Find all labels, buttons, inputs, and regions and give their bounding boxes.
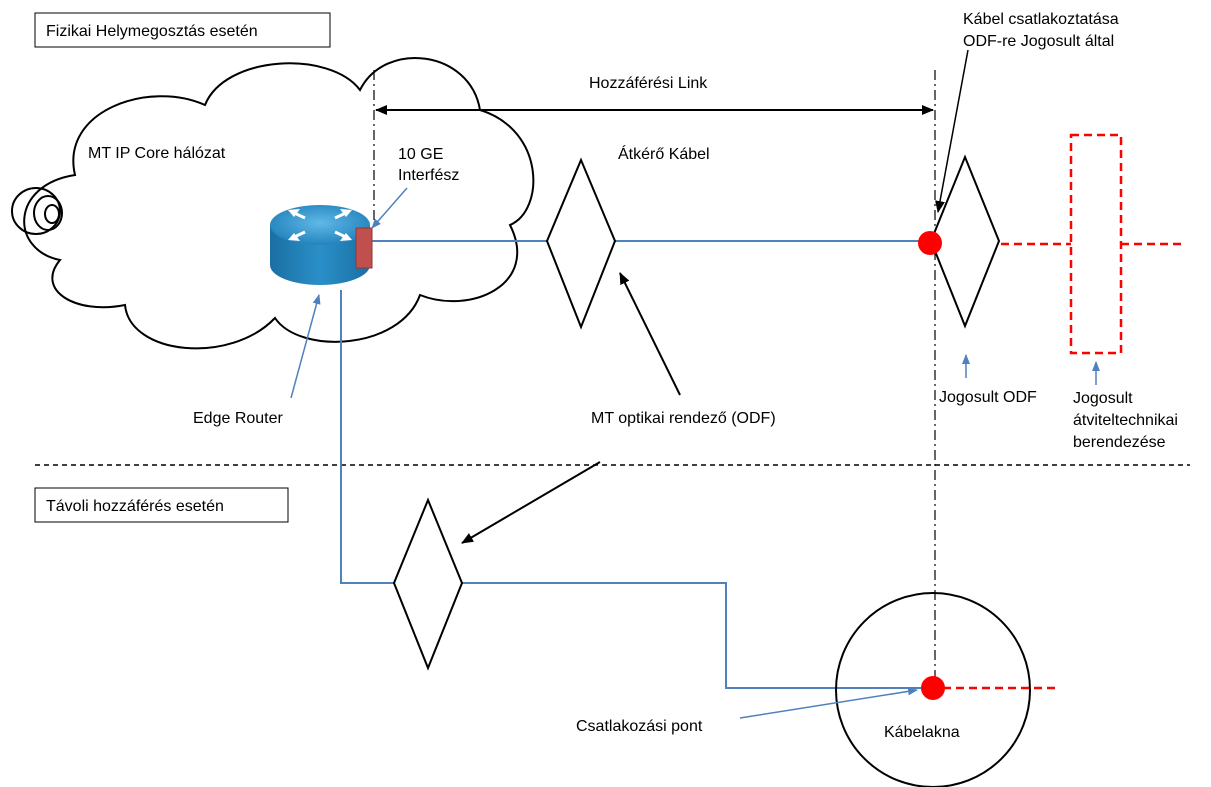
mt-odf-label: MT optikai rendező (ODF) [591, 410, 776, 427]
connection-point-label: Csatlakozási pont [576, 718, 703, 735]
patch-cable-label: Átkérő Kábel [618, 144, 710, 163]
cable-connection-label-1: Kábel csatlakoztatása [963, 11, 1119, 28]
licensee-odf-diamond [929, 154, 1001, 329]
licensee-equipment [1001, 133, 1185, 355]
connection-point-top [918, 231, 942, 255]
router-icon [270, 205, 370, 285]
physical-section-box: Fizikai Helymegosztás esetén [34, 12, 331, 48]
access-link-label: Hozzáférési Link [589, 75, 708, 92]
manhole-circle [835, 592, 1031, 787]
connection-point-bottom [921, 676, 945, 700]
interface-label-2: Interfész [398, 167, 459, 184]
licensee-equipment-label-2: átviteltechnikai [1073, 412, 1178, 429]
interface-arrow [371, 187, 408, 229]
physical-section-title: Fizikai Helymegosztás esetén [46, 23, 258, 40]
connection-point-arrow [739, 687, 918, 719]
mt-odf-diamond-top [545, 157, 617, 330]
licensee-equipment-label-1: Jogosult [1073, 390, 1133, 407]
cable-connection-arrow [935, 49, 969, 213]
edge-router-label: Edge Router [193, 410, 284, 427]
interface-label-1: 10 GE [398, 146, 443, 163]
cable-connection-label-2: ODF-re Jogosult által [963, 33, 1114, 50]
mt-odf-diamond-bottom [392, 497, 464, 671]
cloud-icon [11, 57, 535, 350]
remote-section-box: Távoli hozzáférés esetén [34, 487, 289, 523]
mt-odf-arrow-bottom [461, 461, 601, 544]
remote-section-title: Távoli hozzáférés esetén [46, 498, 224, 515]
mt-odf-arrow-top [619, 272, 681, 396]
manhole-label: Kábelakna [884, 724, 960, 741]
licensee-odf-label: Jogosult ODF [939, 389, 1037, 406]
edge-router-arrow [290, 294, 321, 399]
interface-port [355, 227, 373, 269]
fiber-links [340, 240, 928, 689]
core-network-label: MT IP Core hálózat [88, 145, 226, 162]
licensee-equipment-label-3: berendezése [1073, 434, 1166, 451]
